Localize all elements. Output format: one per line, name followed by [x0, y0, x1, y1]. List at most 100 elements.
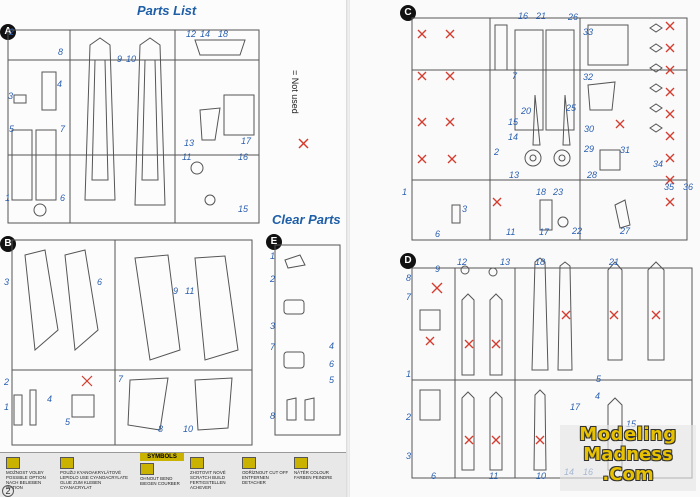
part-number: 6	[60, 193, 66, 203]
part-number: 9	[173, 286, 179, 296]
part-number: 6	[435, 229, 441, 239]
part-number: 18	[535, 257, 546, 267]
bend-icon	[140, 463, 154, 475]
parts-list-title: Parts List	[137, 3, 197, 18]
part-number: 2	[270, 274, 276, 284]
watermark-line-3: .Com	[602, 464, 654, 485]
symbol-text: POUŽIJ KYANOAKRYLÁTOVÉ LEPIDLO USE CYANO…	[60, 470, 129, 490]
part-number: 14	[200, 29, 211, 39]
book-spine	[346, 0, 351, 497]
part-number: 4	[329, 341, 335, 351]
part-number: 7	[60, 124, 66, 134]
part-number: 7	[118, 374, 124, 384]
sprue-c-drawing	[411, 17, 688, 241]
part-number: 17	[539, 227, 550, 237]
symbols-legend: SYMBOLS MOŽNOST VOLBY POSSIBLE OPTION NA…	[0, 452, 346, 497]
symbols-header: SYMBOLS	[140, 453, 184, 461]
part-number: 28	[587, 170, 598, 180]
sprue-b-drawing	[11, 239, 253, 446]
part-number: 10	[183, 424, 194, 434]
part-number: 5	[9, 124, 15, 134]
not-used-label: = Not used	[290, 70, 300, 114]
part-number: 15	[626, 419, 637, 429]
part-number: 29	[584, 144, 595, 154]
watermark-line-1: Modeling	[579, 424, 677, 445]
not-used-cross-icon	[298, 138, 309, 149]
part-number: 5	[596, 374, 602, 384]
part-number: 8	[406, 273, 412, 283]
watermark-line-2: Madness	[583, 444, 673, 465]
part-number: 7	[270, 342, 276, 352]
part-number: 18	[536, 187, 547, 197]
part-number: 12	[186, 29, 197, 39]
part-number: 17	[241, 136, 252, 146]
symbol-option: MOŽNOST VOLBY POSSIBLE OPTION NACH BELIE…	[6, 457, 56, 493]
part-number: 22	[572, 226, 583, 236]
part-number: 30	[584, 124, 595, 134]
part-number: 6	[97, 277, 103, 287]
part-number: 11	[182, 152, 192, 162]
part-number: 5	[65, 417, 71, 427]
sprue-e-drawing	[274, 244, 341, 436]
symbol-text: MOŽNOST VOLBY POSSIBLE OPTION NACH BELIE…	[6, 470, 46, 490]
part-number: 1	[4, 402, 10, 412]
part-number: 1	[5, 193, 11, 203]
symbol-text: ZHOTOVIT NOVÉ SCRATCH BUILD FERTIGSTELLE…	[190, 470, 226, 490]
part-number: 3	[406, 451, 412, 461]
part-number: 7	[512, 71, 518, 81]
part-number: 25	[566, 103, 577, 113]
sprue-d-badge: D	[400, 253, 416, 269]
part-number: 2	[406, 412, 412, 422]
symbol-colour: NÁTĚR COLOUR FARBEN PEINDRE	[294, 457, 342, 493]
part-number: 10	[536, 471, 547, 481]
symbol-scratch: ZHOTOVIT NOVÉ SCRATCH BUILD FERTIGSTELLE…	[190, 457, 238, 493]
glue-icon	[60, 457, 74, 469]
symbol-cut: ODŘÍZNOUT CUT OFF ENTFERNEN DETACHER	[242, 457, 290, 493]
part-number: 13	[509, 170, 520, 180]
part-number: 15	[238, 204, 249, 214]
part-number: 16	[518, 11, 529, 21]
page-number: 2	[2, 485, 14, 497]
part-number: 31	[620, 145, 631, 155]
part-number: 11	[506, 227, 516, 237]
part-number: 6	[431, 471, 437, 481]
part-number: 20	[521, 106, 532, 116]
colour-icon	[294, 457, 308, 469]
part-number: 26	[568, 12, 579, 22]
symbol-bend: OHNOUT BEND BIEGEN COURBER	[140, 463, 184, 497]
part-number: 12	[457, 257, 468, 267]
symbol-text: ODŘÍZNOUT CUT OFF ENTFERNEN DETACHER	[242, 470, 289, 485]
part-number: 5	[329, 375, 335, 385]
part-number: 11	[185, 286, 195, 296]
part-number: 13	[184, 138, 195, 148]
part-number: 21	[536, 11, 547, 21]
part-number: 3	[270, 321, 276, 331]
left-page: Parts List A B	[0, 0, 347, 497]
part-number: 15	[508, 117, 519, 127]
part-number: 2	[494, 147, 500, 157]
part-number: 21	[609, 257, 620, 267]
part-number: 23	[553, 187, 564, 197]
part-number: 36	[683, 182, 694, 192]
part-number: 34	[653, 159, 664, 169]
part-number: 27	[620, 226, 631, 236]
part-number: 33	[583, 27, 594, 37]
part-number: 2	[9, 27, 15, 37]
clear-parts-title: Clear Parts	[272, 212, 341, 227]
part-number: 13	[500, 257, 511, 267]
modelingmadness-watermark: Modeling Madness .Com	[560, 425, 696, 491]
part-number: 14	[508, 132, 519, 142]
option-icon	[6, 457, 20, 469]
part-number: 10	[126, 54, 137, 64]
symbol-glue: POUŽIJ KYANOAKRYLÁTOVÉ LEPIDLO USE CYANO…	[60, 457, 132, 493]
symbol-text: OHNOUT BEND BIEGEN COURBER	[140, 476, 180, 486]
part-number: 18	[218, 29, 229, 39]
part-number: 1	[406, 369, 412, 379]
part-number: 3	[8, 91, 14, 101]
symbol-text: NÁTĚR COLOUR FARBEN PEINDRE	[294, 470, 333, 480]
cut-off-icon	[242, 457, 256, 469]
part-number: 17	[570, 402, 581, 412]
part-number: 9	[117, 54, 123, 64]
part-number: 2	[4, 377, 10, 387]
part-number: 3	[462, 204, 468, 214]
